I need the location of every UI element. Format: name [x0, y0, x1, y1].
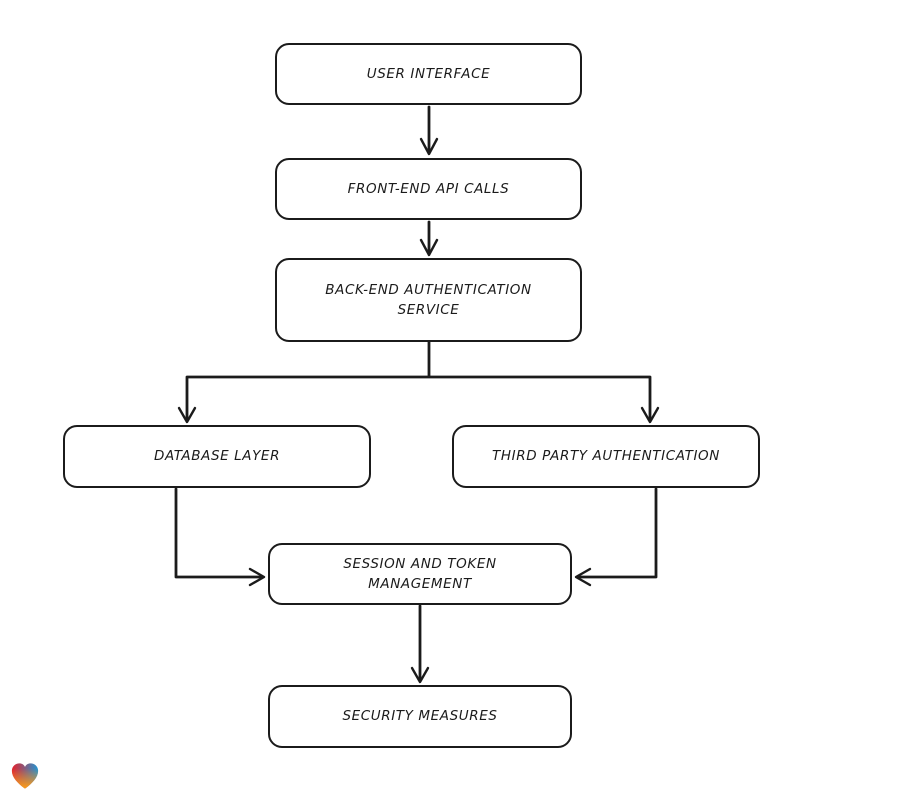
gradient-heart-logo[interactable] — [10, 761, 40, 791]
node-database-layer: DATABASE LAYER — [63, 425, 371, 488]
node-label: SECURITY MEASURES — [342, 708, 498, 725]
heart-icon — [11, 763, 39, 789]
arrowhead-icon — [248, 567, 266, 587]
node-back-end-authentication-service: BACK-END AUTHENTICATION SERVICE — [275, 258, 582, 342]
node-label: THIRD PARTY AUTHENTICATION — [492, 448, 720, 465]
arrowhead-icon — [410, 666, 430, 684]
arrowhead-icon — [640, 406, 660, 424]
node-label: FRONT-END API CALLS — [347, 180, 510, 197]
arrowhead-icon — [419, 137, 439, 156]
arrowhead-icon — [574, 567, 592, 587]
node-label: SESSION AND TOKEN MANAGEMENT — [343, 555, 497, 592]
arrowhead-icon — [177, 406, 197, 424]
edge-back-end-service-split — [185, 340, 652, 422]
node-label: DATABASE LAYER — [153, 448, 281, 465]
node-label: BACK-END AUTHENTICATION SERVICE — [325, 281, 532, 318]
node-security-measures: SECURITY MEASURES — [268, 685, 572, 748]
edge-database-layer-to-session-management — [174, 487, 264, 579]
node-session-and-token-management: SESSION AND TOKEN MANAGEMENT — [268, 543, 572, 605]
node-label: USER INTERFACE — [366, 65, 491, 82]
node-front-end-api-calls: FRONT-END API CALLS — [275, 158, 582, 220]
node-user-interface: USER INTERFACE — [275, 43, 582, 105]
edge-third-party-auth-to-session-management — [576, 487, 658, 579]
arrowhead-icon — [419, 238, 439, 257]
node-third-party-authentication: THIRD PARTY AUTHENTICATION — [452, 425, 760, 488]
